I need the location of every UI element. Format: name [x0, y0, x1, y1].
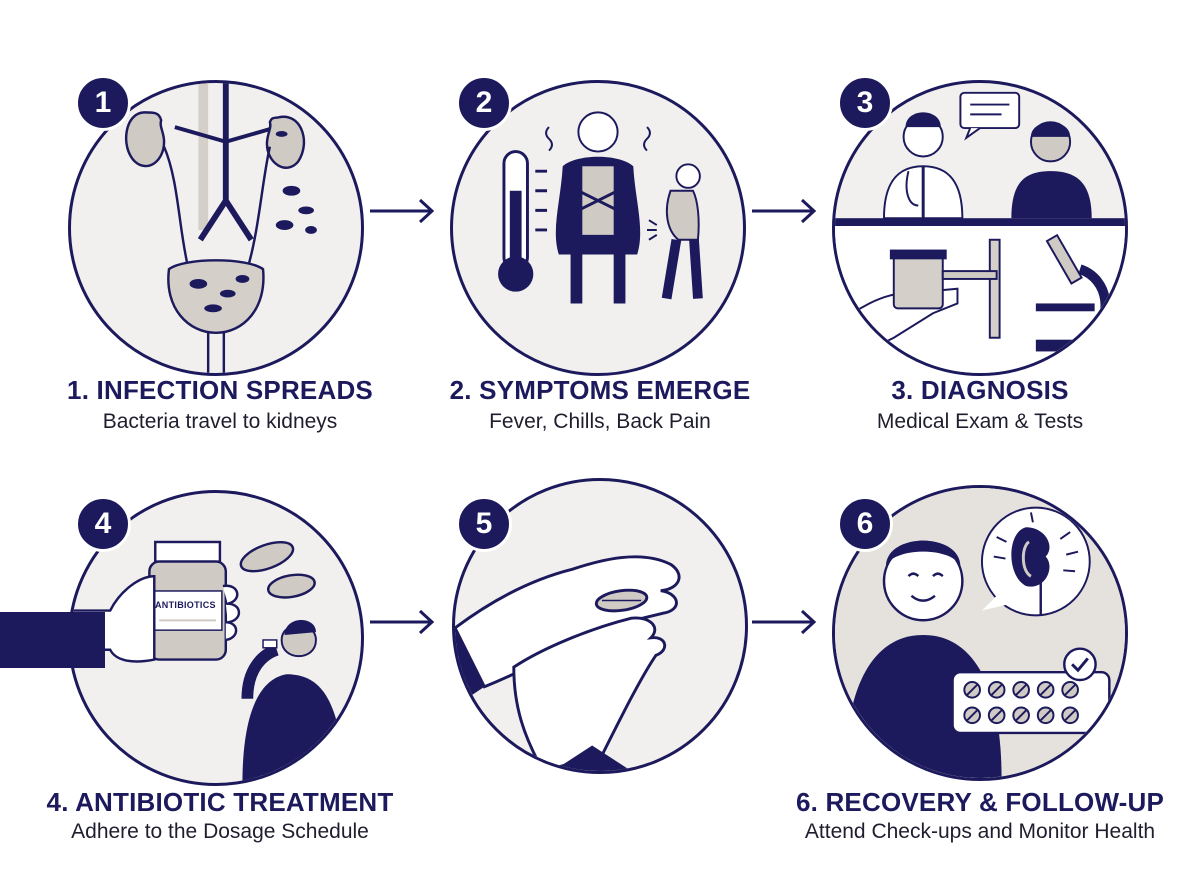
step-5-number-badge: 5	[456, 496, 512, 552]
step-2-title: 2. SYMPTOMS EMERGE	[449, 375, 751, 405]
step-1-subtitle: Bacteria travel to kidneys	[102, 410, 338, 433]
fever-chills-back-pain-icon	[498, 111, 703, 304]
step-6-illustration	[832, 485, 1128, 781]
step-1-title: 1. INFECTION SPREADS	[67, 375, 373, 405]
step-3-number-badge: 3	[837, 75, 893, 131]
kidney-bladder-bacteria-icon	[125, 83, 317, 373]
step-6-title: 6. RECOVERY & FOLLOW-UP	[795, 787, 1165, 817]
arrow-right-icon	[370, 609, 435, 635]
step-2-illustration	[450, 80, 746, 376]
sleeve-arm	[0, 612, 105, 668]
step-2-number-badge: 2	[456, 75, 512, 131]
healthy-person-kidney-checklist-icon	[835, 488, 1125, 778]
step-2-subtitle: Fever, Chills, Back Pain	[489, 410, 711, 433]
step-4-number-badge: 4	[75, 496, 131, 552]
antibiotics-bottle-label: ANTIBIOTICS	[155, 600, 216, 610]
step-1-illustration	[68, 80, 364, 376]
step-5-illustration	[452, 478, 748, 774]
step-6-subtitle: Attend Check-ups and Monitor Health	[804, 820, 1156, 843]
doctor-patient-microscope-icon	[835, 91, 1125, 373]
step-3-illustration	[832, 80, 1128, 376]
arrow-right-icon	[370, 198, 435, 224]
step-3-subtitle: Medical Exam & Tests	[876, 410, 1084, 433]
arrow-right-icon	[752, 609, 817, 635]
step-3-title: 3. DIAGNOSIS	[891, 375, 1069, 405]
step-1-number-badge: 1	[75, 75, 131, 131]
step-4-subtitle: Adhere to the Dosage Schedule	[71, 820, 369, 843]
hand-holding-pill-icon	[455, 555, 681, 771]
arrow-right-icon	[752, 198, 817, 224]
step-6-number-badge: 6	[837, 496, 893, 552]
step-4-title: 4. ANTIBIOTIC TREATMENT	[46, 787, 394, 817]
